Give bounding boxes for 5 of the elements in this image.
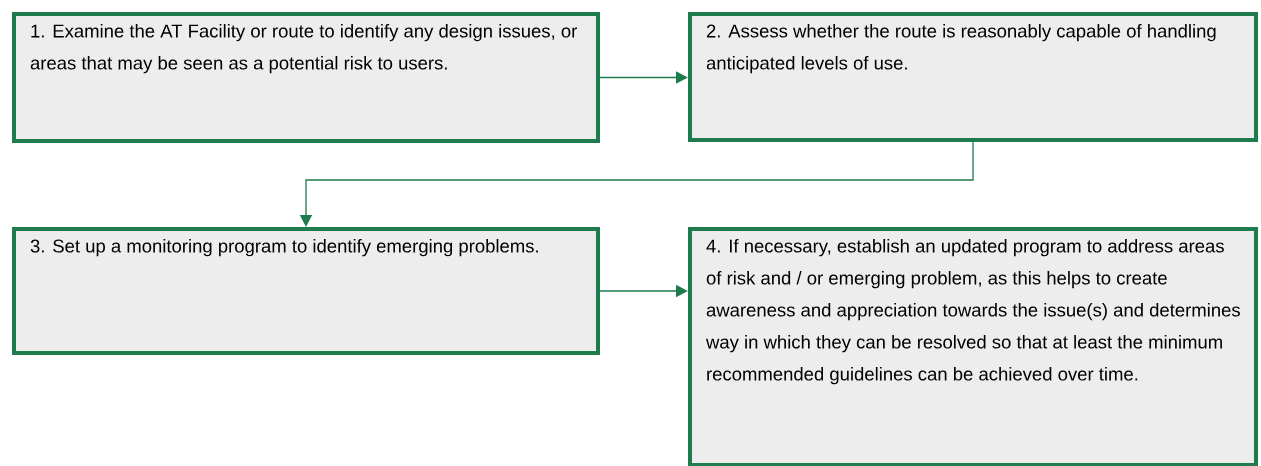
process-box: 1. Examine the AT Facility or route to identify any design issues, or areas that may be seen as a potential risk to users. (12, 12, 600, 143)
process-box: 2. Assess whether the route is reasonably capable of handling anticipated levels of use. (688, 12, 1258, 142)
arrow (599, 71, 688, 84)
process-box: 4. If necessary, establish an updated program to address areas of risk and / or emerging problem, as this helps to create awareness and appreciation towards the issue(s) and determines way in which they can be resolved so that at least the minimum recommended guidelines can be achieved over time. (688, 227, 1258, 466)
process-box: 3. Set up a monitoring program to identify emerging problems. (12, 227, 600, 355)
